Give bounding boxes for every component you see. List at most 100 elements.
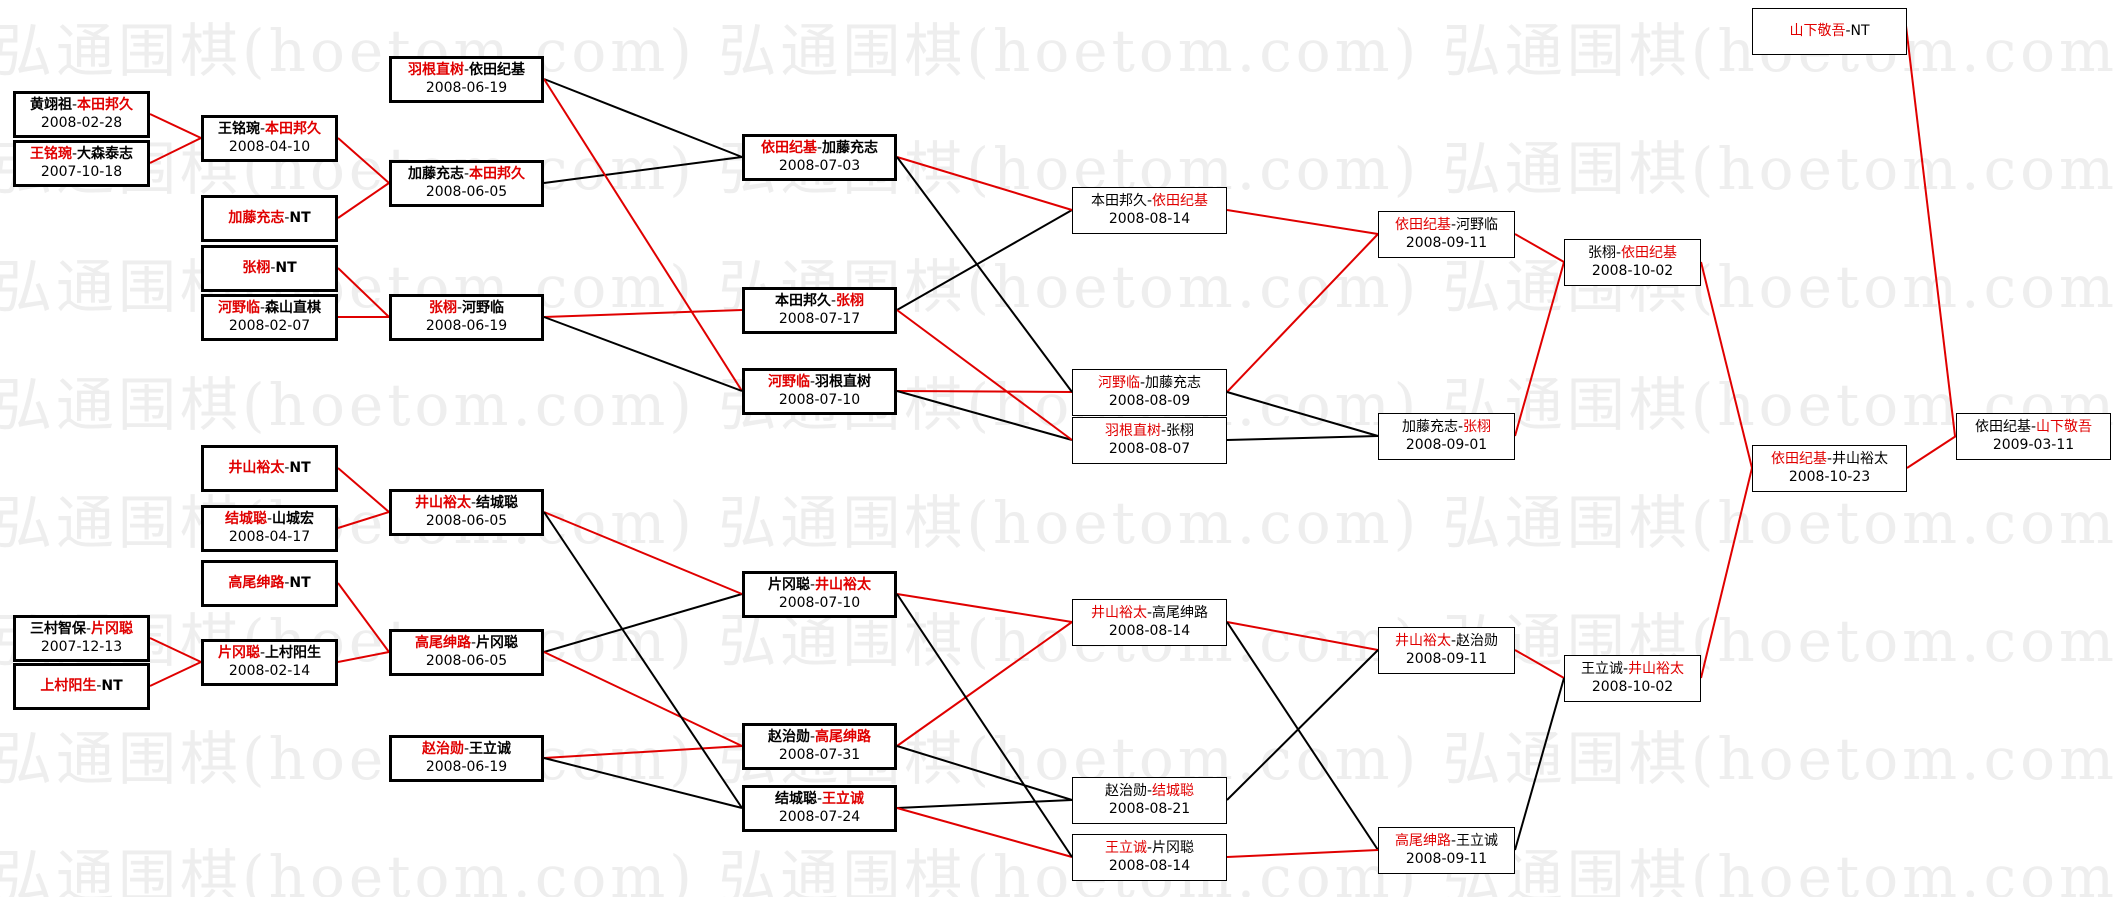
match-date: 2008-10-23 (1788, 469, 1871, 485)
bracket-line (896, 745, 1073, 801)
match-players: 井山裕太-NT (228, 459, 310, 477)
match-date: 2008-08-14 (1108, 211, 1191, 227)
separator: - (463, 166, 470, 182)
player-1: 河野临 (1097, 375, 1140, 391)
separator: - (1615, 245, 1622, 261)
bracket-line (1700, 467, 1753, 679)
separator: - (96, 678, 102, 694)
separator: - (463, 62, 470, 78)
bracket-line (543, 78, 743, 392)
player-2: NT (1850, 23, 1870, 39)
player-2: 高尾绅路 (815, 729, 872, 745)
match-players: 高尾绅路-王立诚 (1395, 832, 1498, 850)
player-1: 本田邦久 (1090, 193, 1147, 209)
player-1: 加藤充志 (407, 166, 464, 182)
bracket-line (543, 316, 743, 392)
match-date: 2008-09-11 (1405, 851, 1488, 867)
bracket-line (543, 511, 743, 595)
bracket-line (149, 637, 202, 663)
separator: - (71, 146, 78, 162)
player-2: 加藤充志 (1145, 375, 1202, 391)
bracket-line (149, 661, 202, 687)
match-date: 2008-04-17 (228, 529, 311, 545)
separator: - (809, 374, 816, 390)
player-1: 上村阳生 (40, 678, 97, 694)
match-date: 2007-10-18 (40, 164, 123, 180)
match-players: 三村智保-片冈聪 (30, 620, 133, 638)
bracket-line (1226, 621, 1379, 651)
match-box: 张栩-NT (201, 244, 338, 292)
player-1: 山下敬吾 (1789, 23, 1846, 39)
player-1: 河野临 (217, 300, 260, 316)
match-box: 王铭琬-大森泰志 2007-10-18 (13, 139, 150, 187)
match-players: 羽根直树-张栩 (1105, 422, 1194, 440)
match-date: 2008-06-19 (425, 318, 508, 334)
match-date: 2008-06-05 (425, 653, 508, 669)
bracket-line (1226, 435, 1379, 441)
bracket-line (1226, 209, 1379, 235)
match-date: 2008-07-24 (778, 809, 861, 825)
bracket-line (896, 390, 1073, 441)
separator: - (1146, 783, 1153, 799)
match-date: 2008-08-14 (1108, 858, 1191, 874)
separator: - (284, 210, 290, 226)
separator: - (1450, 217, 1457, 233)
player-2: NT (101, 678, 123, 694)
separator: - (284, 460, 290, 476)
bracket-line (896, 209, 1073, 311)
bracket-line (337, 582, 390, 653)
match-players: 张栩-依田纪基 (1588, 244, 1677, 262)
player-2: NT (289, 575, 311, 591)
player-1: 加藤充志 (1401, 419, 1458, 435)
match-date: 2008-02-07 (228, 318, 311, 334)
match-players: 赵治勋-高尾绅路 (768, 728, 871, 746)
player-1: 赵治勋 (421, 741, 464, 757)
match-date: 2008-02-14 (228, 663, 311, 679)
bracket-line (149, 113, 202, 139)
bracket-line (1514, 233, 1565, 263)
match-date: 2008-07-10 (778, 595, 861, 611)
bracket-line (149, 137, 202, 164)
match-box: 山下敬吾-NT (1752, 7, 1907, 55)
match-players: 王铭琬-本田邦久 (218, 120, 321, 138)
separator: - (470, 495, 477, 511)
match-date: 2008-09-11 (1405, 651, 1488, 667)
bracket-line (896, 309, 1073, 441)
player-2: 羽根直树 (815, 374, 872, 390)
player-2: 赵治勋 (1456, 633, 1499, 649)
player-2: NT (289, 210, 311, 226)
player-1: 王铭琬 (29, 146, 72, 162)
match-players: 高尾绅路-片冈聪 (415, 634, 518, 652)
bracket-line (1514, 649, 1565, 679)
separator: - (1457, 419, 1464, 435)
match-players: 王立诚-井山裕太 (1581, 660, 1684, 678)
player-2: 上村阳生 (265, 645, 322, 661)
player-2: 张栩 (836, 293, 865, 309)
separator: - (1826, 451, 1833, 467)
match-date: 2008-08-07 (1108, 441, 1191, 457)
bracket-line (1226, 849, 1379, 858)
player-2: 井山裕太 (1628, 661, 1685, 677)
match-date: 2008-07-17 (778, 311, 861, 327)
match-date: 2008-09-11 (1405, 235, 1488, 251)
separator: - (284, 575, 290, 591)
separator: - (456, 300, 463, 316)
bracket-line (543, 156, 743, 184)
player-2: 依田纪基 (1621, 245, 1678, 261)
separator: - (1450, 833, 1457, 849)
bracket-line (543, 651, 743, 747)
bracket-line (896, 593, 1073, 858)
player-2: 大森泰志 (77, 146, 134, 162)
match-date: 2008-10-02 (1591, 263, 1674, 279)
separator: - (1160, 423, 1167, 439)
separator: - (1146, 840, 1153, 856)
match-players: 河野临-森山直棋 (218, 299, 321, 317)
bracket-line (1226, 233, 1379, 393)
player-1: 片冈聪 (767, 577, 810, 593)
